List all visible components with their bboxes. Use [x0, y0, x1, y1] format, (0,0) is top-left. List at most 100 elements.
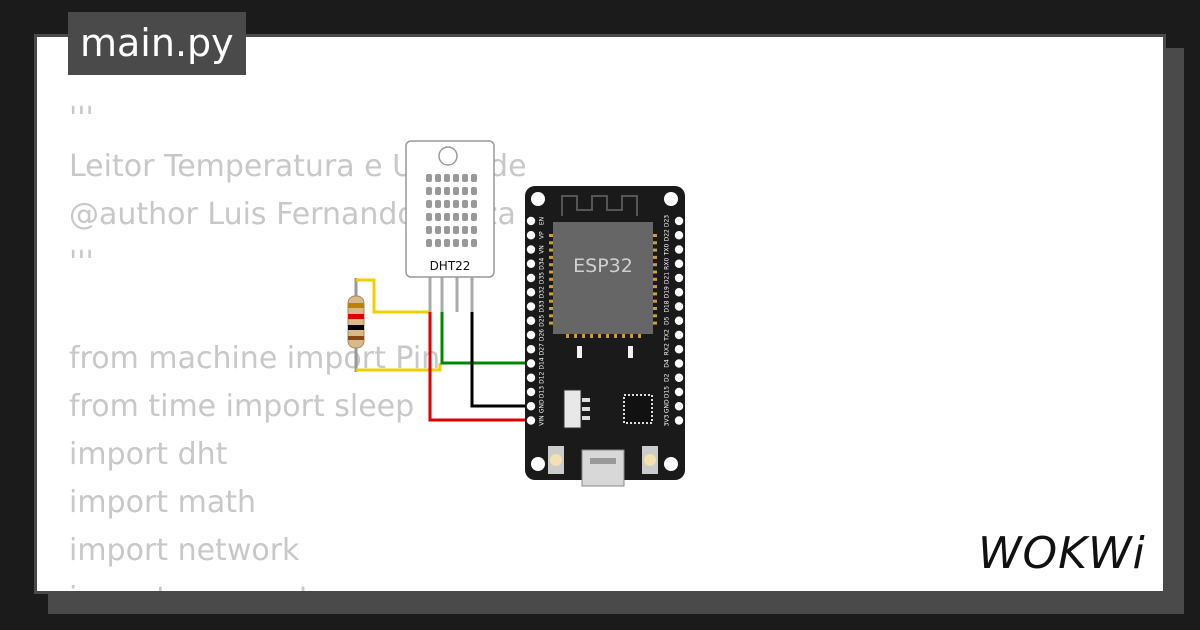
- module-pad: [653, 307, 657, 310]
- pin-hole[interactable]: [674, 330, 684, 340]
- module-pad: [590, 334, 593, 338]
- module-pad: [630, 334, 633, 338]
- module-pad: [549, 292, 553, 296]
- wokwi-logo[interactable]: WOKWi: [976, 526, 1152, 580]
- usb-chip: [623, 394, 653, 424]
- dht22-sensor[interactable]: DHT22: [405, 140, 495, 312]
- grille-slot: [435, 174, 441, 182]
- pin-hole[interactable]: [526, 231, 536, 240]
- grille-slot: [426, 174, 432, 182]
- grille-slot: [444, 174, 450, 182]
- code-editor: '''Leitor Temperatura e Umidade@author L…: [69, 95, 527, 591]
- boot-button[interactable]: [548, 446, 564, 474]
- module-pad: [549, 255, 553, 259]
- module-pad: [653, 299, 657, 303]
- pin-label: GND: [539, 399, 546, 413]
- file-tab[interactable]: main.py: [68, 12, 246, 75]
- pin-hole[interactable]: [526, 288, 536, 297]
- pin-label: D33: [539, 300, 546, 312]
- pin-hole[interactable]: [526, 245, 536, 254]
- pin-hole[interactable]: [674, 316, 684, 325]
- module-pad: [653, 321, 657, 325]
- grille-slot: [462, 213, 468, 221]
- module-pad: [622, 334, 625, 338]
- module-pad: [598, 334, 601, 338]
- pin-hole[interactable]: [526, 416, 536, 425]
- grille-slot: [453, 226, 459, 234]
- pin-label: EN: [539, 217, 546, 225]
- pin-label: D5: [664, 316, 671, 325]
- esp32-board[interactable]: ESP32 ENVPVND34D35D32D33D25D26D27D14D12D…: [525, 186, 685, 487]
- grille-slot: [453, 187, 459, 195]
- chip-label: ESP32: [573, 255, 633, 277]
- pin-hole[interactable]: [526, 359, 536, 368]
- grille-slot: [426, 213, 432, 221]
- pin-label: D34: [539, 257, 546, 269]
- pin-hole[interactable]: [526, 316, 536, 325]
- grille-slot: [444, 200, 450, 208]
- pin-label: D15: [664, 386, 671, 398]
- grille-slot: [444, 187, 450, 195]
- module-pad: [653, 285, 657, 289]
- pin-hole[interactable]: [674, 302, 684, 311]
- pin-hole[interactable]: [526, 373, 536, 382]
- usb-port: [581, 449, 625, 487]
- pin-hole[interactable]: [526, 259, 536, 268]
- module-pad: [566, 334, 569, 338]
- pin-hole[interactable]: [674, 345, 684, 354]
- code-line: from time import sleep: [69, 389, 415, 424]
- grille-slot: [462, 200, 468, 208]
- pin-hole[interactable]: [674, 402, 684, 411]
- module-pad: [582, 334, 585, 338]
- sensor-grille: [426, 174, 477, 247]
- pin-label: D26: [539, 329, 546, 341]
- grille-slot: [453, 239, 459, 247]
- reset-button[interactable]: [642, 446, 658, 474]
- grille-slot: [462, 174, 468, 182]
- pin-hole[interactable]: [674, 259, 684, 268]
- module-pad: [606, 334, 609, 338]
- pin-label: VP: [539, 231, 546, 239]
- pin-hole[interactable]: [526, 387, 536, 397]
- pin-hole[interactable]: [526, 216, 536, 226]
- module-pad: [549, 299, 553, 303]
- grille-slot: [462, 226, 468, 234]
- pin-hole[interactable]: [674, 216, 684, 226]
- pin-hole[interactable]: [526, 302, 536, 311]
- pin-label: D25: [539, 314, 546, 326]
- resistor[interactable]: [347, 278, 365, 372]
- pin-hole[interactable]: [674, 231, 684, 240]
- pin-hole[interactable]: [674, 373, 684, 382]
- voltage-regulator: [563, 389, 582, 429]
- module-pad: [574, 334, 577, 338]
- grille-slot: [426, 200, 432, 208]
- pin-hole[interactable]: [526, 273, 536, 283]
- pin-hole[interactable]: [526, 402, 536, 411]
- pin-label: RX0: [664, 258, 671, 270]
- module-pad: [549, 241, 553, 245]
- pin-label: D22: [664, 229, 671, 241]
- pin-label: D14: [539, 357, 546, 369]
- grille-slot: [453, 213, 459, 221]
- module-pad: [653, 292, 657, 296]
- module-pad: [549, 234, 553, 237]
- grille-slot: [471, 213, 477, 221]
- pin-hole[interactable]: [674, 273, 684, 283]
- grille-slot: [462, 239, 468, 247]
- pin-label: D32: [539, 286, 546, 298]
- pin-label: D18: [664, 300, 671, 312]
- pin-hole[interactable]: [674, 387, 684, 397]
- grille-slot: [435, 187, 441, 195]
- pin-hole[interactable]: [674, 245, 684, 254]
- grille-slot: [471, 239, 477, 247]
- code-line: import urequests: [69, 575, 527, 591]
- pin-hole[interactable]: [674, 416, 684, 425]
- pin-hole[interactable]: [674, 359, 684, 368]
- module-pad: [653, 255, 657, 259]
- pin-hole[interactable]: [526, 330, 536, 340]
- grille-slot: [426, 226, 432, 234]
- pin-label: VN: [539, 245, 546, 254]
- pin-label: D4: [664, 359, 671, 368]
- pin-hole[interactable]: [674, 288, 684, 297]
- pin-hole[interactable]: [526, 345, 536, 354]
